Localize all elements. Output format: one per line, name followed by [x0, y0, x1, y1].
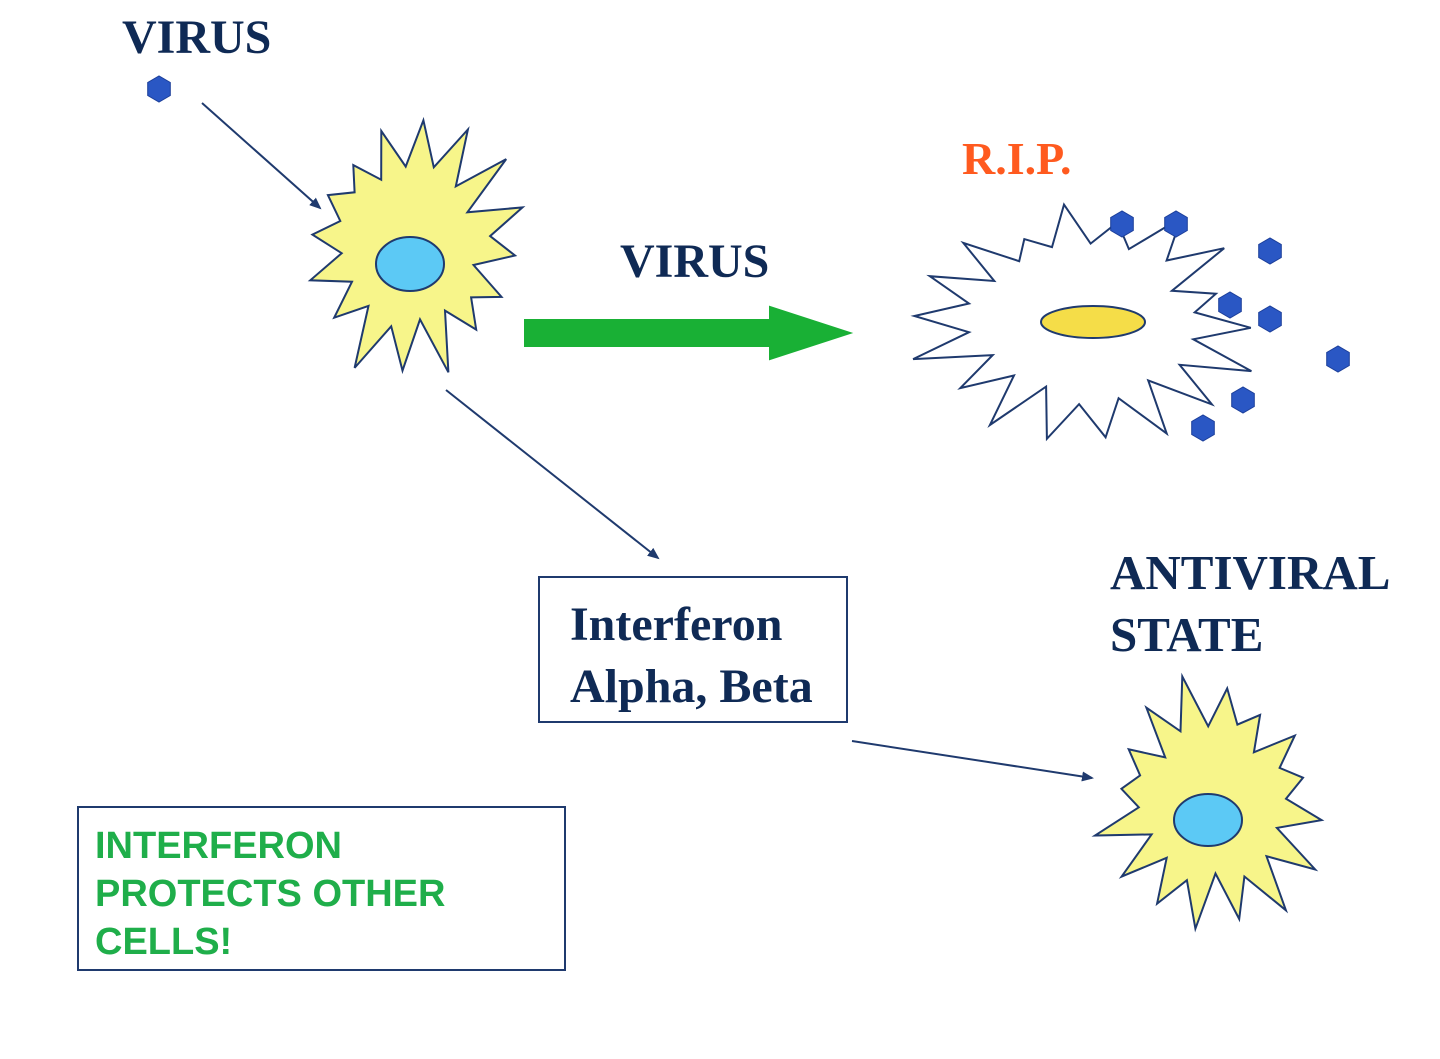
note-line3: CELLS!: [95, 921, 233, 963]
note-line1: INTERFERON: [95, 825, 342, 867]
interferon-box: Interferon Alpha, Beta: [538, 576, 848, 723]
infected-cell-nucleus: [375, 236, 445, 292]
protected-cell-icon: [1091, 672, 1325, 933]
virus-particles: [147, 75, 1350, 442]
lysis-progress-arrow: [524, 305, 854, 361]
interferon-signal-arrow: [851, 740, 1094, 782]
interferon-release-arrow: [445, 389, 660, 560]
lysed-cell-nucleus: [1040, 305, 1146, 339]
virus-particle-icon: [1110, 210, 1134, 238]
interferon-line2: Alpha, Beta: [570, 660, 813, 713]
interferon-box-text: Interferon Alpha, Beta: [570, 594, 813, 718]
protection-note-text: INTERFERON PROTECTS OTHER CELLS!: [95, 822, 445, 966]
note-line2: PROTECTS OTHER: [95, 873, 446, 915]
virus-particle-icon: [147, 75, 171, 103]
virus-label-middle: VIRUS: [620, 235, 770, 288]
virus-particle-icon: [1231, 386, 1255, 414]
virus-particle-icon: [1191, 414, 1215, 442]
virus-particle-icon: [1164, 210, 1188, 238]
virus-particle-icon: [1218, 291, 1242, 319]
lysed-cell-icon: [910, 202, 1252, 442]
virus-particle-icon: [1258, 305, 1282, 333]
protection-note-box: INTERFERON PROTECTS OTHER CELLS!: [77, 806, 566, 971]
virus-particle-icon: [1326, 345, 1350, 373]
interferon-line1: Interferon: [570, 598, 783, 651]
infected-cell-icon: [307, 116, 526, 375]
virus-particle-icon: [1258, 237, 1282, 265]
rip-label: R.I.P.: [962, 133, 1072, 184]
antiviral-label-line1: ANTIVIRAL: [1110, 545, 1391, 600]
virus-entry-arrow: [201, 102, 322, 210]
antiviral-label-line2: STATE: [1110, 607, 1264, 662]
virus-label-top: VIRUS: [122, 11, 272, 64]
protected-cell-nucleus: [1173, 793, 1243, 847]
antiviral-state-label: ANTIVIRAL STATE: [1110, 542, 1390, 666]
